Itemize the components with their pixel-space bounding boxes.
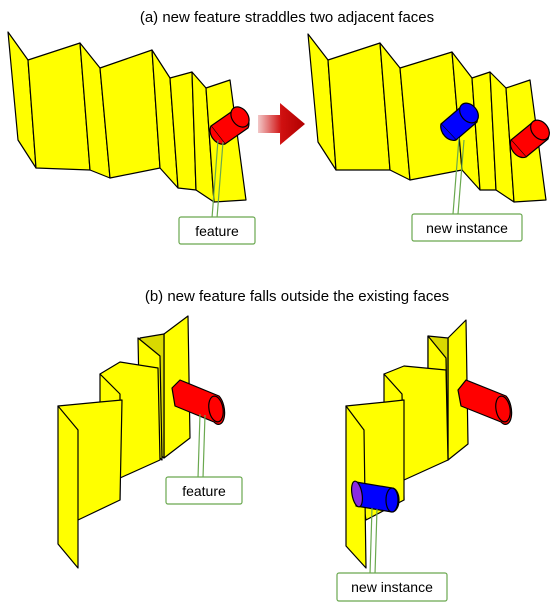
caption-a: (a) new feature straddles two adjacent f… — [140, 9, 434, 26]
folded-faces-a-right — [307, 33, 547, 203]
feature-cylinder-b-right — [457, 379, 513, 425]
folded-faces-a-left — [7, 31, 247, 203]
label-new-instance-b: new instance — [336, 507, 448, 602]
label-feature-b: feature — [165, 413, 243, 505]
label-text-feature-a: feature — [195, 223, 239, 239]
transition-arrow — [258, 103, 305, 145]
label-feature-a: feature — [178, 139, 256, 245]
new-instance-cylinder-a — [440, 102, 479, 141]
caption-b: (b) new feature falls outside the existi… — [145, 288, 449, 305]
folded-faces-b-left — [57, 315, 191, 569]
feature-cylinder-a-right — [509, 119, 550, 159]
label-text-new-instance-b: new instance — [351, 579, 433, 595]
label-text-feature-b: feature — [182, 483, 226, 499]
feature-cylinder-b — [171, 379, 226, 425]
new-instance-cylinder-b — [350, 480, 400, 513]
feature-cylinder-a — [209, 106, 250, 145]
label-text-new-instance-a: new instance — [426, 220, 508, 236]
folded-faces-b-right — [345, 319, 469, 569]
label-new-instance-a: new instance — [411, 137, 523, 242]
